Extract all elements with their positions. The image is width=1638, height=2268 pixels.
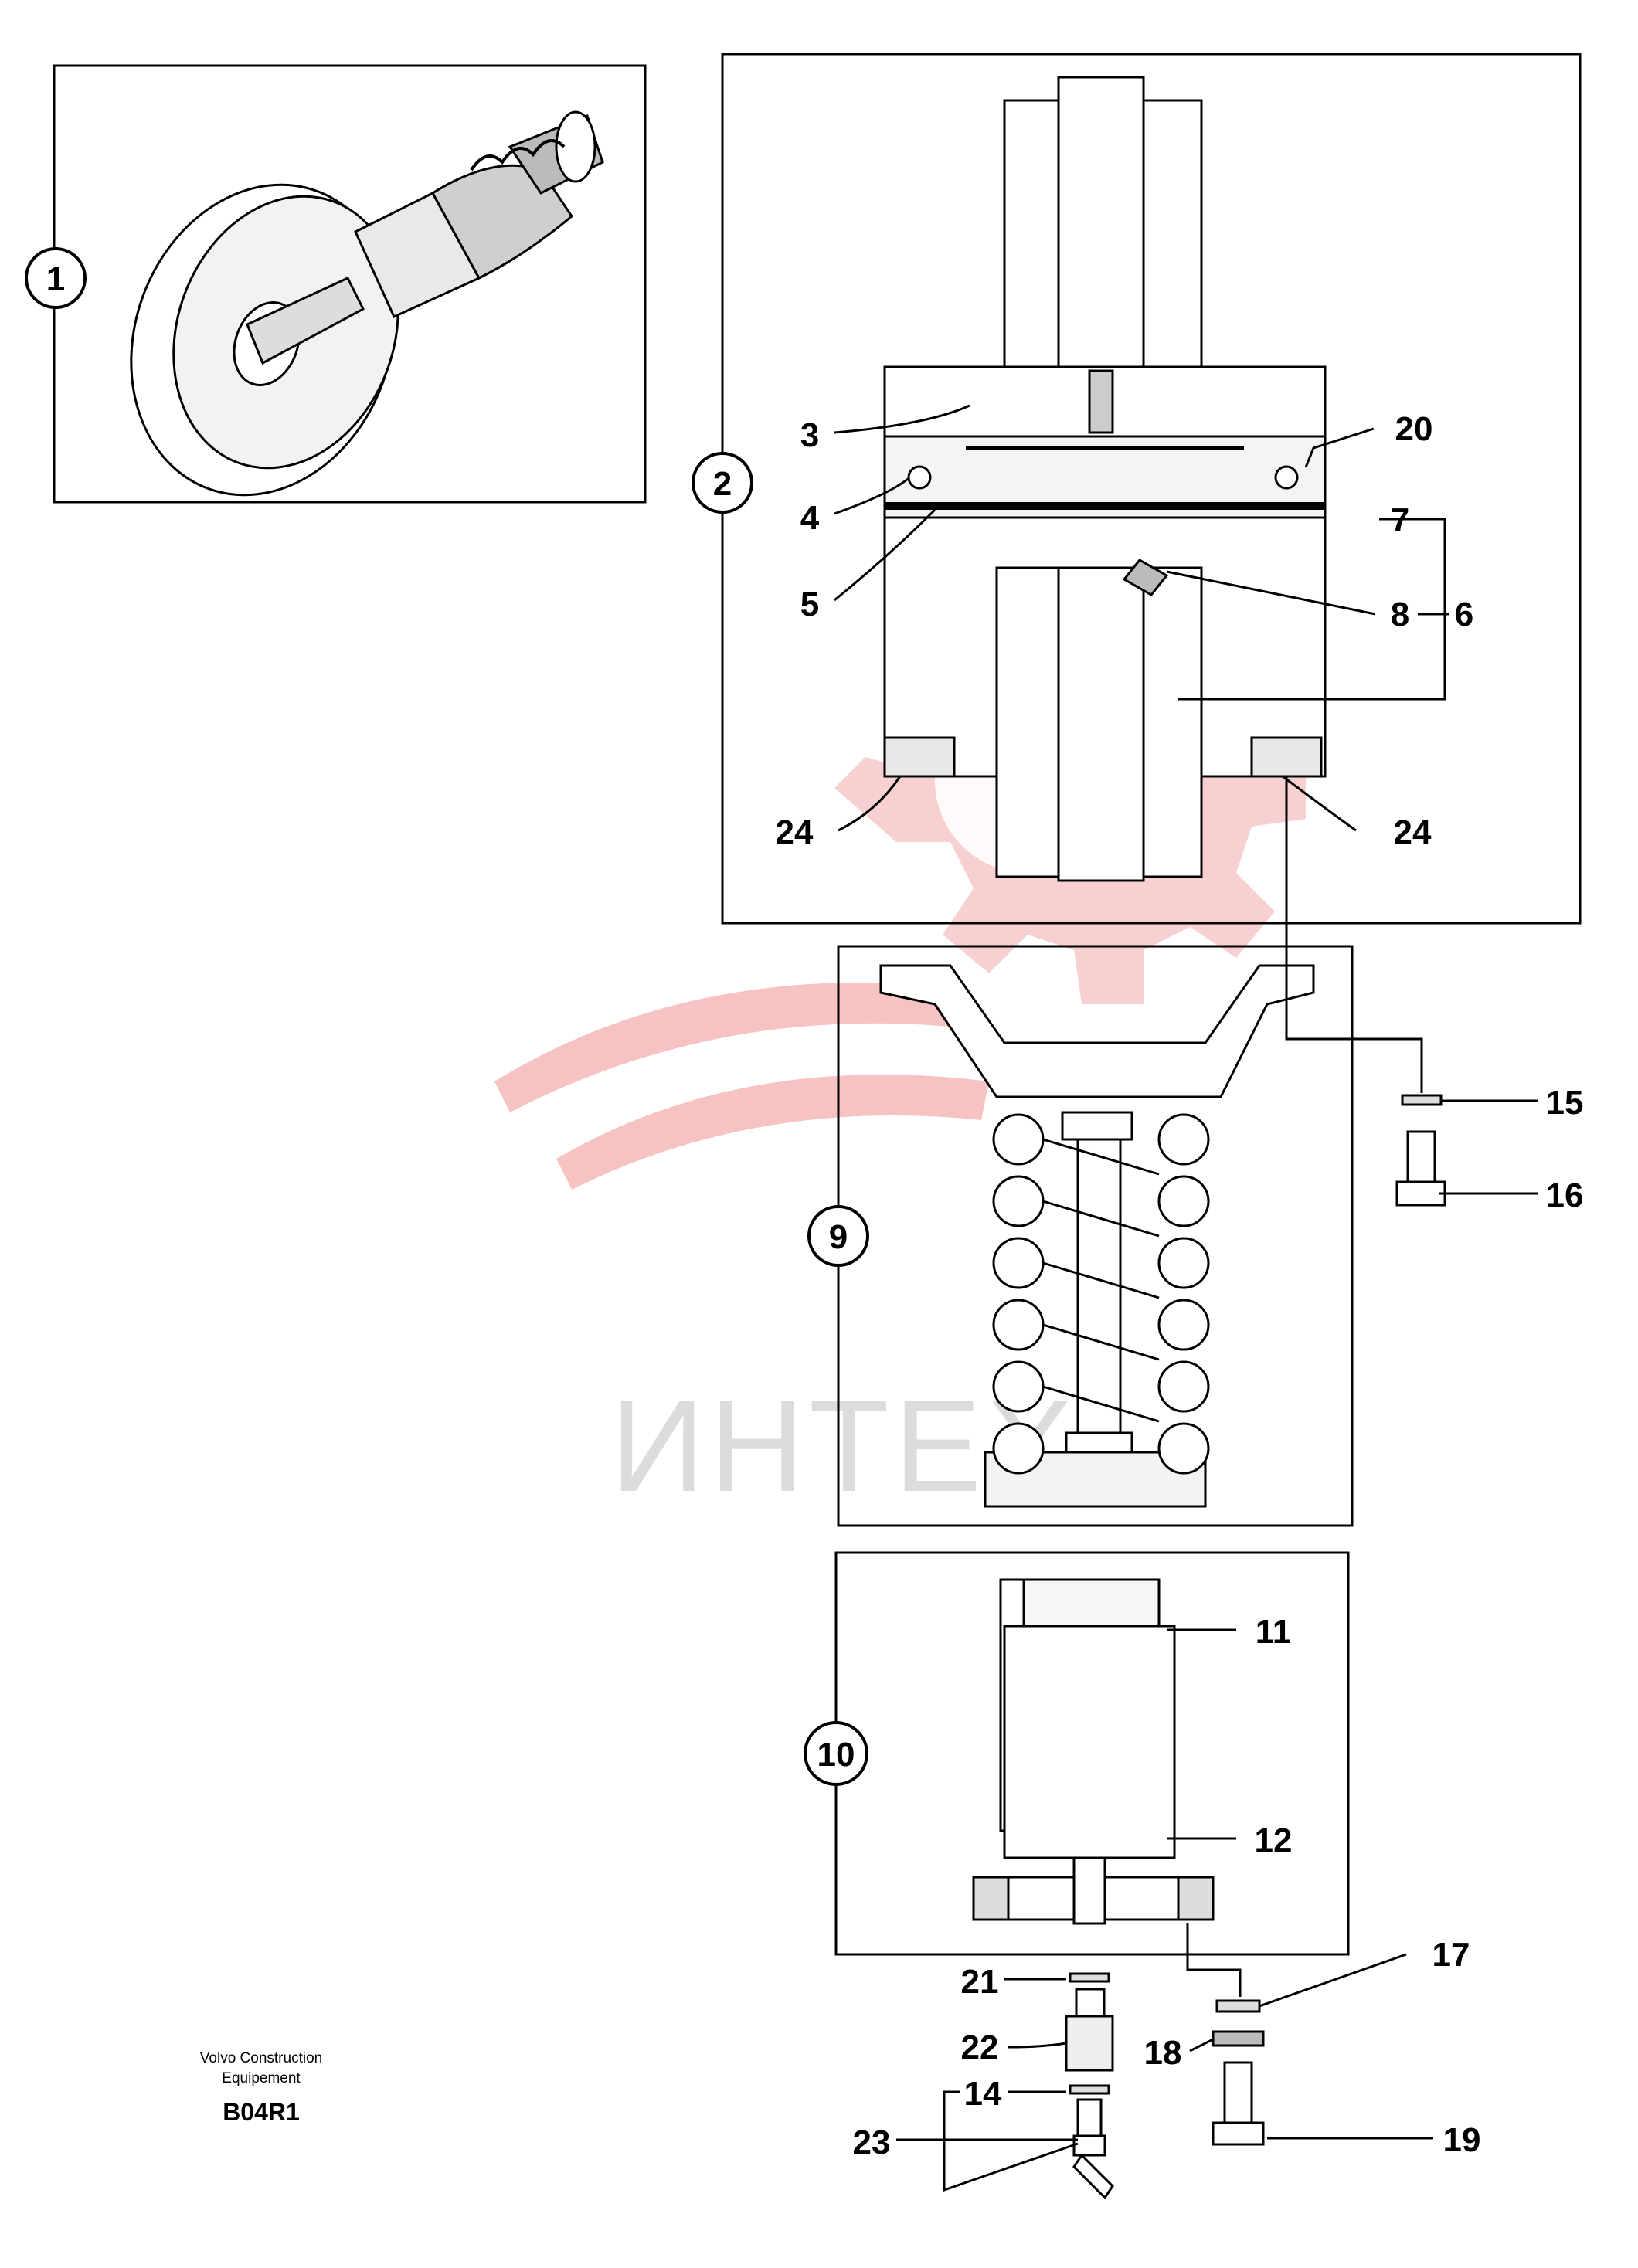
label-6: 6 — [1455, 596, 1473, 633]
drawing-code: B04R1 — [223, 2098, 300, 2126]
part-18-nut-icon — [1212, 2030, 1265, 2047]
label-21: 21 — [961, 1963, 999, 2001]
watermark-swoosh-icon — [494, 983, 966, 1112]
spring-assembly-illustration — [879, 964, 1315, 1508]
branding-block: Volvo Construction Equipement B04R1 — [200, 2050, 322, 2126]
label-8: 8 — [1391, 596, 1409, 633]
label-4: 4 — [800, 499, 820, 537]
label-14: 14 — [964, 2075, 1002, 2113]
panel-cylinder — [834, 1551, 1350, 1956]
svg-text:9: 9 — [829, 1218, 848, 1256]
callout-1: 1 — [25, 247, 87, 309]
callout-2: 2 — [692, 452, 753, 514]
part-19-bolt-icon — [1212, 2061, 1265, 2146]
part-16-bolt-icon — [1395, 1130, 1446, 1207]
label-3: 3 — [800, 416, 819, 454]
part-15-washer-icon — [1401, 1094, 1443, 1106]
label-12: 12 — [1255, 1822, 1293, 1859]
panel-spring-assembly — [837, 945, 1354, 1527]
brand-line-2: Equipement — [222, 2070, 301, 2086]
watermark-swoosh-icon — [556, 1075, 989, 1190]
callout-9: 9 — [807, 1205, 869, 1267]
loose-parts — [1065, 1094, 1446, 2200]
label-20: 20 — [1395, 410, 1433, 448]
idler-section-illustration — [883, 76, 1327, 882]
callout-10: 10 — [804, 1721, 868, 1786]
svg-text:10: 10 — [817, 1736, 855, 1774]
label-11: 11 — [1256, 1613, 1292, 1651]
label-19: 19 — [1443, 2121, 1481, 2159]
label-24-right: 24 — [1394, 813, 1432, 851]
label-15: 15 — [1546, 1084, 1584, 1122]
part-14-washer-icon — [1069, 2084, 1110, 2095]
idler-assembly-illustration — [130, 110, 604, 497]
label-23: 23 — [853, 2124, 891, 2161]
brand-line-1: Volvo Construction — [200, 2050, 322, 2066]
panel-idler-assembly — [53, 64, 647, 504]
label-16: 16 — [1546, 1176, 1584, 1214]
label-18: 18 — [1144, 2034, 1182, 2072]
part-22-adapter-icon — [1065, 1988, 1114, 2072]
part-17-washer-icon — [1215, 1999, 1261, 2013]
spring-coils — [992, 1113, 1210, 1475]
part-labels: 3 4 5 20 7 8 6 24 24 15 16 11 12 17 21 2… — [776, 410, 1584, 2161]
part-23-grease-nipple-icon — [1072, 2098, 1114, 2200]
svg-text:2: 2 — [713, 465, 732, 503]
label-17: 17 — [1432, 1936, 1470, 1974]
label-22: 22 — [961, 2029, 999, 2066]
part-21-washer-icon — [1069, 1972, 1110, 1983]
svg-text:1: 1 — [46, 260, 65, 298]
panel-idler-section — [721, 53, 1582, 925]
label-7: 7 — [1391, 501, 1409, 539]
cylinder-illustration — [972, 1578, 1215, 1925]
label-5: 5 — [800, 586, 819, 623]
label-24-left: 24 — [776, 813, 814, 851]
